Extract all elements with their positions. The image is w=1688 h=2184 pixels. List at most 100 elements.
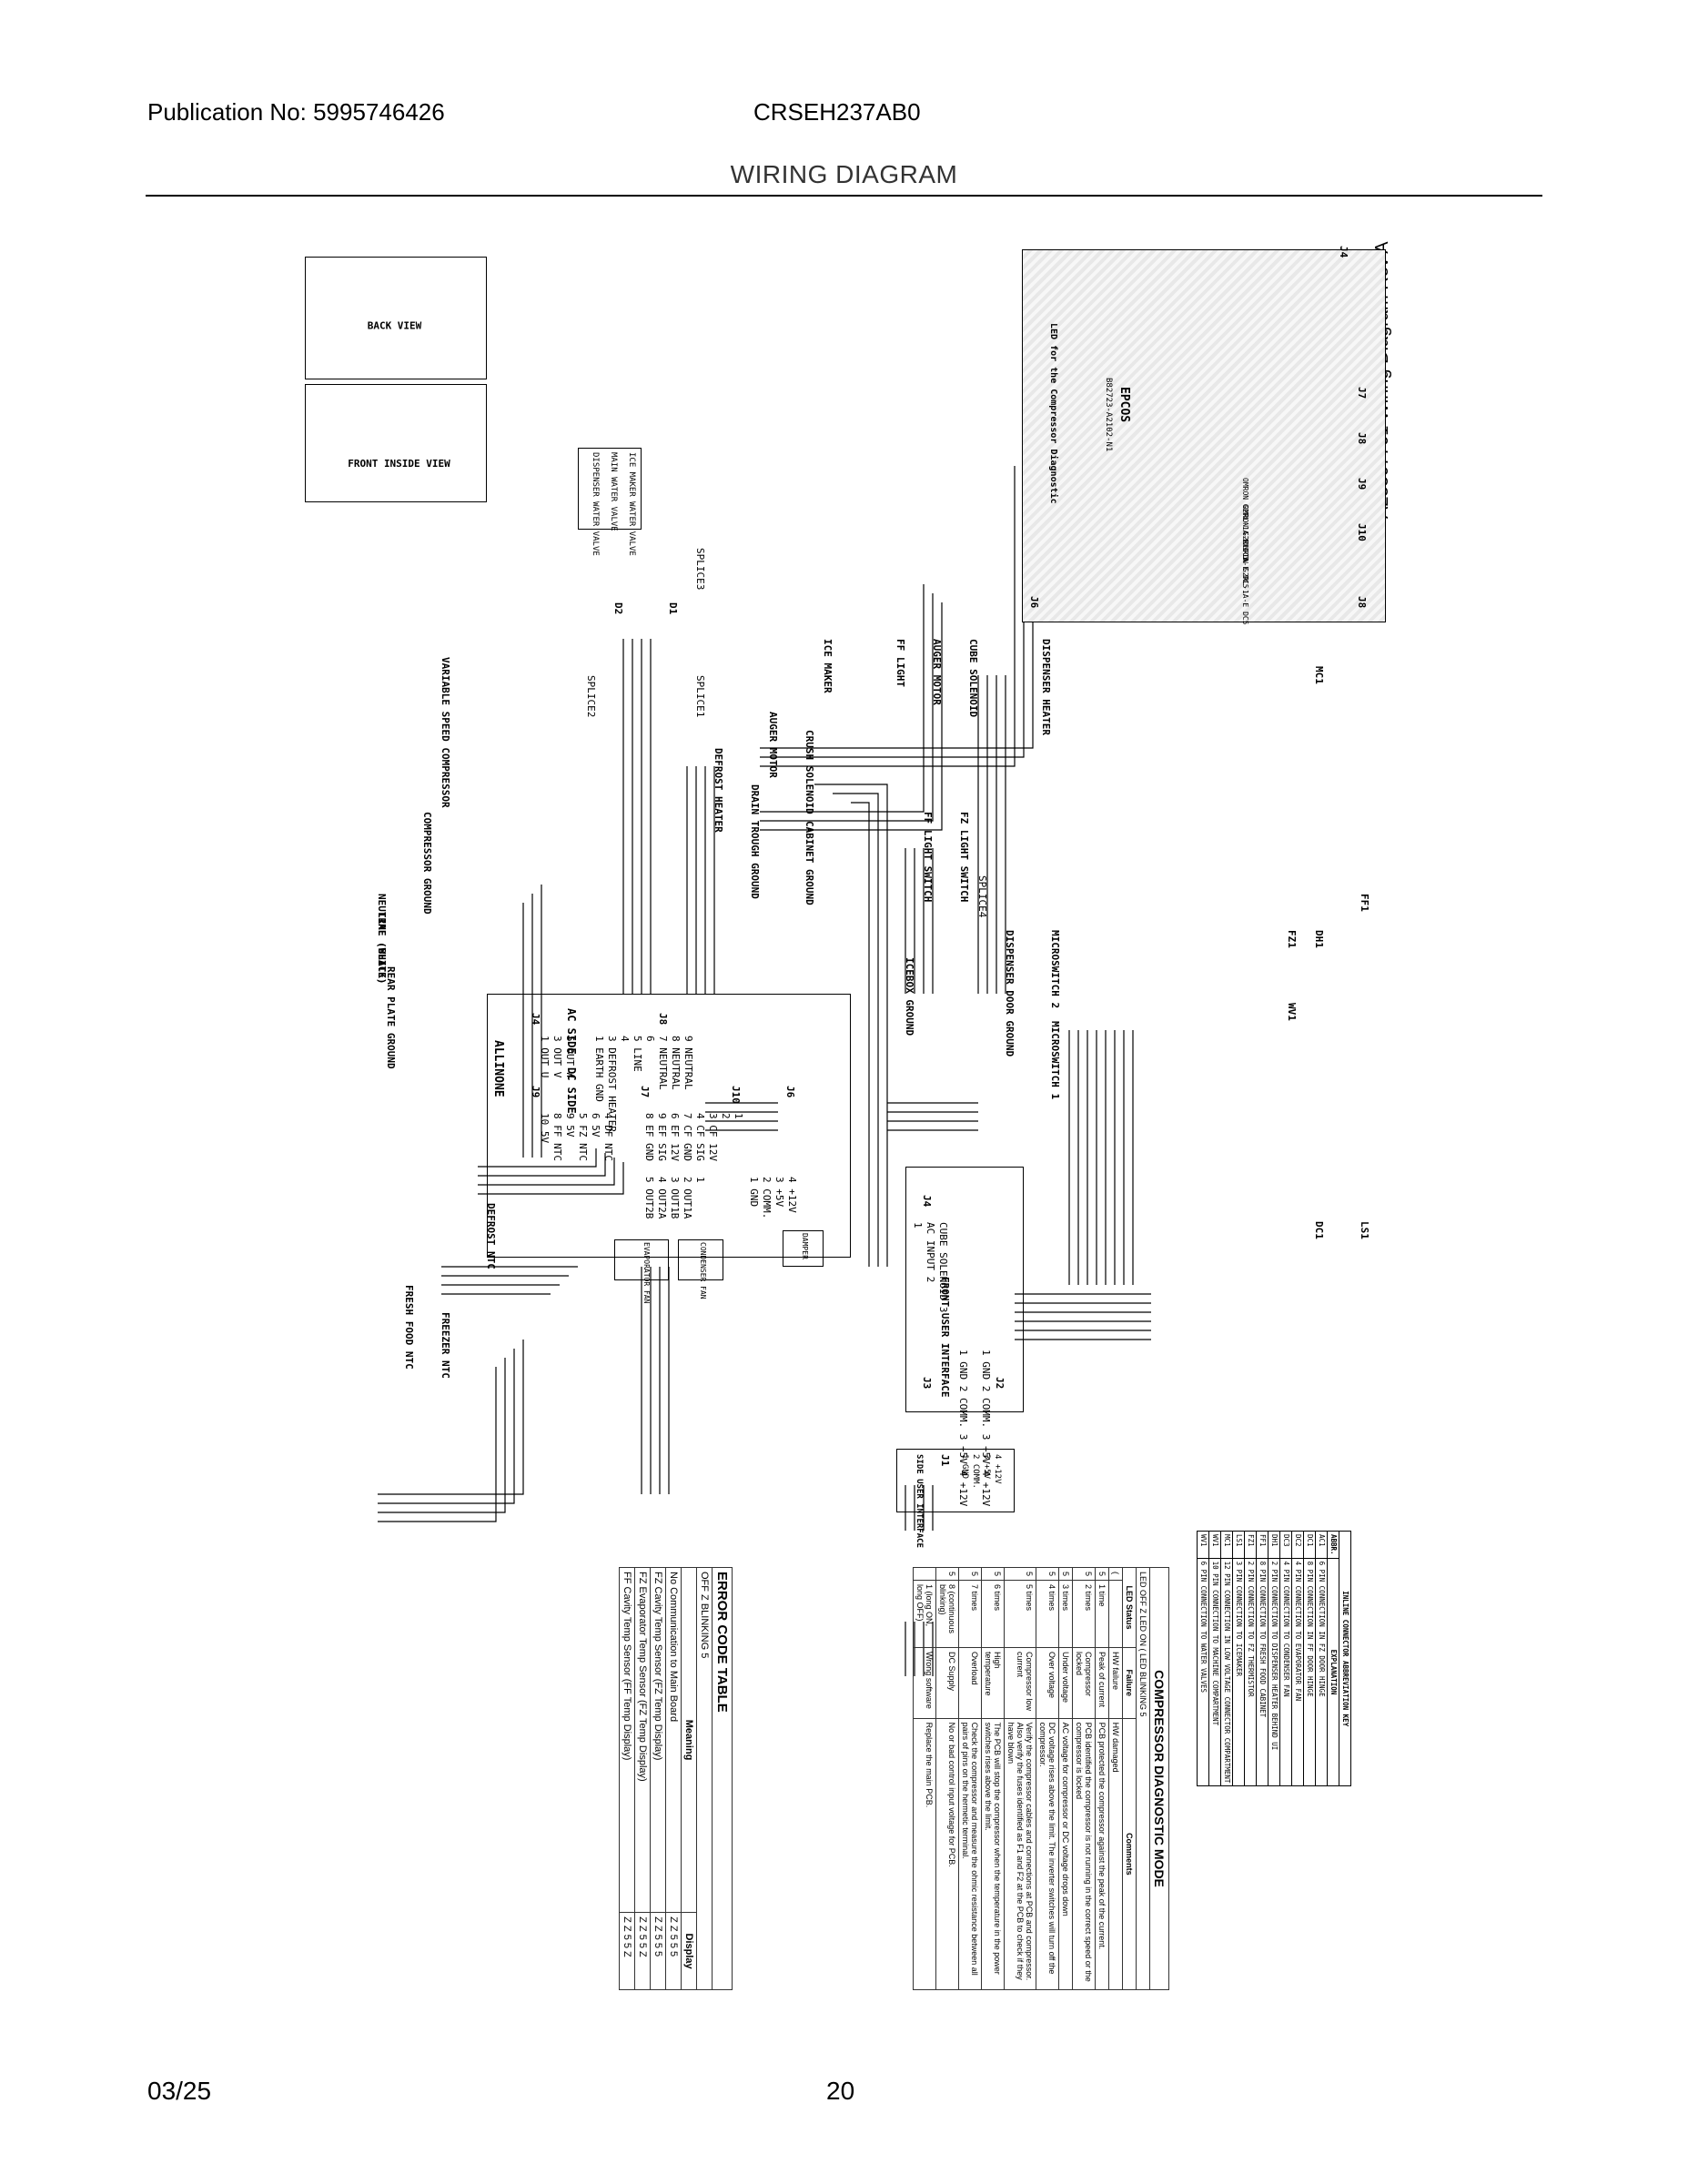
abbreviation-table: INLINE CONNECTOR ABBREVIATION KEY ABBR.E… — [1197, 1531, 1351, 1786]
fui-j4-row1-a: 1 — [912, 1222, 924, 1228]
fui-j4-label: J4 — [921, 1195, 933, 1208]
compressor: VARIABLE SPEED COMPRESSOR — [440, 657, 451, 808]
diag-cell: 5 — [1004, 1567, 1036, 1581]
j7-pin-9-sig: EF SIG — [656, 1125, 668, 1161]
board-j8b: J8 — [1356, 596, 1368, 609]
compressor-diagnostic-table: COMPRESSOR DIAGNOSTIC MODE LED OFF Z LED… — [913, 1567, 1169, 1990]
compressor-ground: COMPRESSOR GROUND — [421, 812, 433, 915]
error-header-meaning: Meaning — [681, 1567, 697, 1913]
diag-cell — [1108, 1580, 1123, 1648]
sui-j1-pin-4: 4 — [993, 1454, 1002, 1460]
sui-j1-sig-1: GND — [960, 1463, 969, 1480]
diag-cell: 1 (long ON, long OFF) — [913, 1580, 936, 1648]
j10-pin-2-num: 2 — [682, 1177, 693, 1183]
abbr-cell: DC1 — [1303, 1531, 1316, 1559]
diag-cell: Replace the main PCB. — [913, 1718, 936, 1990]
j9-pin-10: 10 5V — [539, 1113, 551, 1143]
j7-pin-6: 6 EF 12V — [669, 1113, 681, 1161]
evaporator-fan-box: EVAPORATOR FAN — [614, 1239, 669, 1303]
j8-pin-5: 5 LINE — [632, 1036, 643, 1072]
j10-pin-2-sig: OUT1A — [682, 1188, 693, 1219]
error-cell: Z Z 5 5 5 — [665, 1912, 682, 1990]
view-wv1: WV1 — [1286, 1003, 1298, 1021]
j8-pin-5-sig: LINE — [632, 1047, 643, 1072]
abbr-cell: AC1 — [1315, 1531, 1328, 1559]
abbr-title: INLINE CONNECTOR ABBREVIATION KEY — [1339, 1531, 1351, 1786]
diag-cell: 7 times — [958, 1580, 982, 1648]
pcb-j7-label: J7 — [639, 1086, 651, 1098]
front-view-label: FRONT INSIDE VIEW — [348, 457, 450, 470]
sui-j1-pin-1: 1 — [960, 1454, 969, 1460]
defrost-ntc: DEFROST NTC — [485, 1203, 497, 1269]
diag-cell: Wrong software — [913, 1647, 936, 1719]
fui-j4-row3: CUBE SOLENOID 3 — [937, 1222, 949, 1312]
j4-pin-5-sig: OUT W — [564, 1047, 576, 1078]
sui-j1-pin-2: 2 — [971, 1454, 980, 1460]
ff-light-switch: FF LIGHT SWITCH — [922, 812, 934, 903]
view-dc1: DC1 — [1313, 1221, 1325, 1239]
j10-pin-5: 5 OUT2B — [643, 1177, 655, 1218]
abbr-cell: 10 PIN CONNECTION TO MACHINE COMPARTMENT — [1208, 1558, 1221, 1786]
ice-maker: ICE MAKER — [822, 639, 834, 693]
j6-pin-2-sig: COMM. — [761, 1188, 773, 1219]
j7-pin-9: 9 EF SIG — [656, 1113, 668, 1161]
j7-pin-7-sig: CF GND — [682, 1125, 693, 1161]
j8-pin-8-num: 8 — [670, 1036, 682, 1042]
rotated-diagram: BACK VIEW FRONT INSIDE VIEW EPCOS B82723… — [296, 238, 1397, 2004]
j8-pin-9: 9 NEUTRAL — [682, 1036, 694, 1090]
diag-cell: 5 — [1072, 1567, 1096, 1581]
j4-pin-1: 1 OUT U — [539, 1036, 551, 1077]
diag-cell: 5 — [981, 1567, 1005, 1581]
fui-j2-pin-3: 3 — [980, 1433, 992, 1441]
dispenser-water-valve: DISPENSER WATER VALVE — [591, 452, 600, 556]
freezer-ntc: FREEZER NTC — [440, 1312, 451, 1379]
j8-pin-7-num: 7 — [657, 1036, 669, 1042]
diag-cell: PCB protected the compressor against the… — [1095, 1718, 1109, 1990]
abbr-cell: 8 PIN CONNECTION IN FF DOOR HINGE — [1303, 1558, 1316, 1786]
j4-pin-5: 5 OUT W — [564, 1036, 576, 1078]
fui-j3-sig-2: COMM. — [957, 1398, 969, 1429]
splice-2: SPLICE2 — [585, 675, 597, 718]
diag-cell — [913, 1567, 936, 1581]
j7-pin-3: 3 CF 12V — [707, 1113, 719, 1161]
abbr-cell: FF1 — [1256, 1531, 1269, 1559]
pcb-j4-label: J4 — [530, 1013, 541, 1026]
j4-pin-3-sig: OUT V — [551, 1047, 563, 1078]
diag-cell: 4 times — [1036, 1580, 1059, 1648]
diag-cell: 8 (continuous blinking) — [935, 1580, 959, 1648]
table-row: FF Cavity Temp Sensor (FF Temp Display)Z… — [619, 1567, 635, 1990]
sui-j1-pins-2: 2 COMM. — [971, 1454, 980, 1489]
pcb-j10-label: J10 — [730, 1086, 742, 1104]
j9-pin-9: 9 5V — [564, 1113, 576, 1138]
j7-pin-7-num: 7 — [682, 1113, 693, 1119]
j9-pin-6-sig: 5V — [590, 1125, 601, 1138]
diag-cell: DC voltage rises above the limit. The in… — [1036, 1718, 1059, 1990]
j9-pin-4: 4 DF NTC — [602, 1113, 614, 1161]
j8-pin-6-num: 6 — [644, 1036, 656, 1042]
j9-pin-9-num: 9 — [564, 1113, 576, 1119]
j6-pin-3-num: 3 — [773, 1177, 785, 1183]
j7-pin-7: 7 CF GND — [682, 1113, 693, 1161]
j8-pin-8-sig: NEUTRAL — [670, 1047, 682, 1090]
diag-cell: AC voltage for compressor or DC voltage … — [1058, 1718, 1073, 1990]
damper-box: DAMPER — [783, 1230, 824, 1267]
j9-pin-8: 8 FF NTC — [551, 1113, 563, 1161]
page-title: WIRING DIAGRAM — [730, 160, 958, 188]
diag-cell: Over voltage — [1036, 1647, 1059, 1719]
view-mc1: MC1 — [1313, 666, 1325, 684]
diag-cell: 5 — [1095, 1567, 1109, 1581]
view-dh1: DH1 — [1313, 930, 1325, 948]
j9-pin-5-sig: FZ NTC — [577, 1125, 589, 1161]
led-diagnostic-label: LED for the Compressor Diagnostic — [1048, 323, 1058, 504]
drain-trough: DRAIN TROUGH GROUND — [749, 784, 761, 899]
j8-pin-9-sig: NEUTRAL — [682, 1047, 694, 1090]
abbr-cell: LS1 — [1232, 1531, 1245, 1559]
